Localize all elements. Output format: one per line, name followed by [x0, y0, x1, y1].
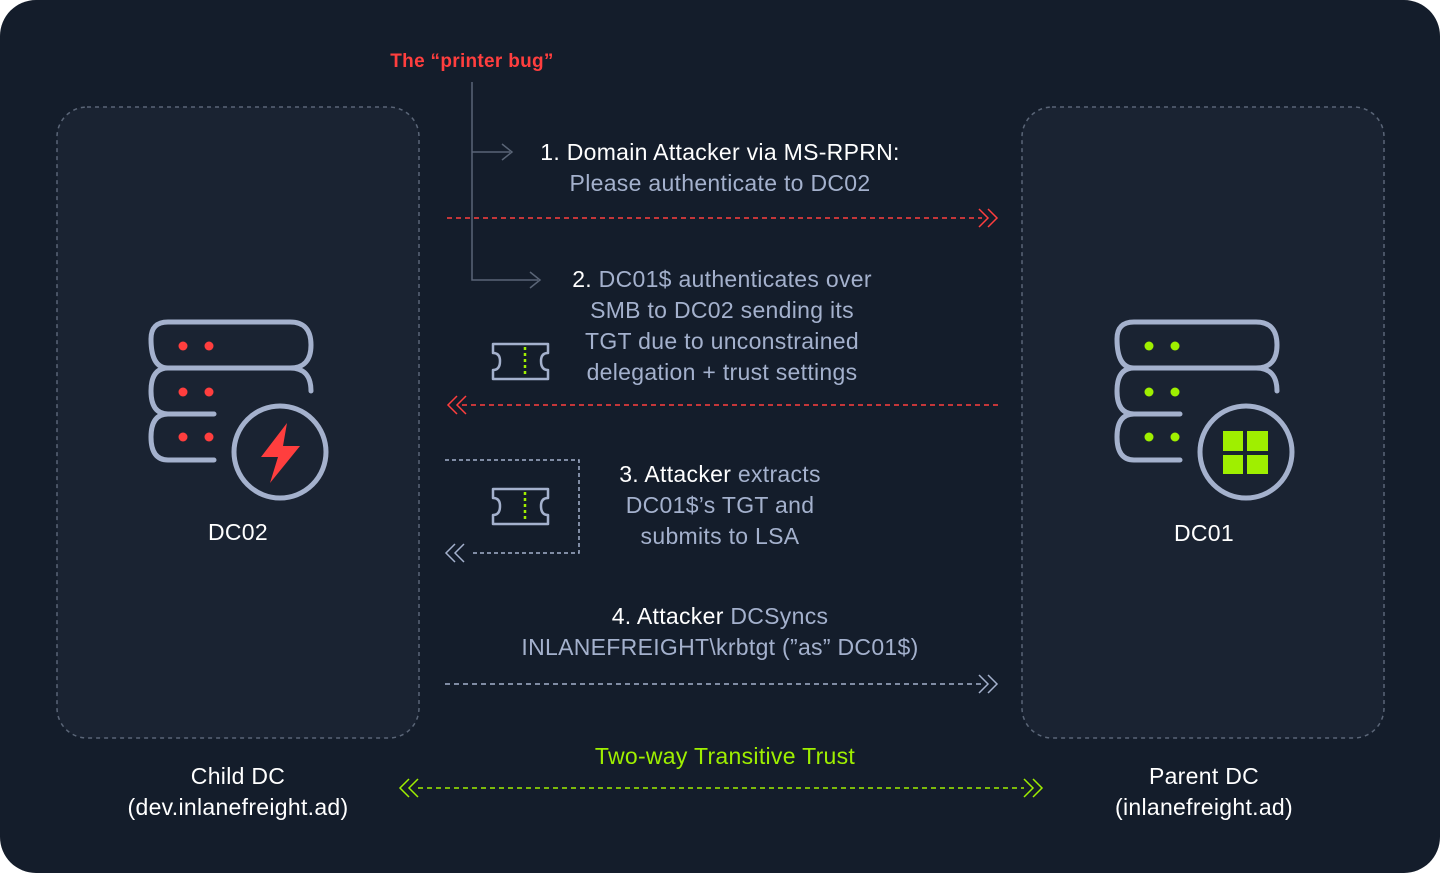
step-2-line-2: SMB to DC02 sending its	[590, 297, 854, 323]
step-1-lead: 1. Domain Attacker via MS-RPRN:	[540, 139, 900, 165]
step-4-line-1: DCSyncs	[723, 603, 829, 629]
dc01-status-dots	[1144, 341, 1180, 442]
trust-label: Two-way Transitive Trust	[594, 743, 856, 769]
step-1-text: 1. Domain Attacker via MS-RPRN: Please a…	[470, 137, 970, 199]
dc02-status-dots	[178, 341, 214, 442]
dc01-name: DC01	[1173, 520, 1234, 546]
windows-logo-icon	[1223, 431, 1268, 474]
step-3-line-2: DC01$’s TGT and	[625, 492, 815, 518]
parent-dc-role: Parent DC	[1148, 763, 1260, 789]
step-2-lead: 2.	[572, 266, 592, 292]
parent-dc-panel	[1021, 106, 1385, 739]
step-3-line-3: submits to LSA	[640, 523, 800, 549]
dc02-name: DC02	[207, 519, 268, 545]
lightning-icon	[261, 423, 300, 483]
printer-bug-label: The “printer bug”	[390, 51, 554, 72]
step-2-line-4: delegation + trust settings	[586, 359, 858, 385]
parent-dc-domain: (inlanefreight.ad)	[1114, 794, 1293, 820]
child-dc-panel	[56, 106, 420, 739]
step-4-lead: 4. Attacker	[611, 603, 724, 629]
step-3-line-1: extracts	[731, 461, 821, 487]
child-dc-domain: (dev.inlanefreight.ad)	[127, 794, 349, 820]
trust-arrow	[398, 778, 1044, 798]
step-4-line-2: INLANEFREIGHT\krbtgt (”as” DC01$)	[521, 634, 919, 660]
step-1-rest: Please authenticate to DC02	[569, 170, 871, 196]
child-dc-caption: Child DC (dev.inlanefreight.ad)	[88, 761, 388, 823]
step-3-text: 3. Attacker extracts DC01$’s TGT and sub…	[570, 459, 870, 552]
parent-dc-caption: Parent DC (inlanefreight.ad)	[1054, 761, 1354, 823]
step-3-lead: 3. Attacker	[619, 461, 732, 487]
step-2-text: 2. DC01$ authenticates over SMB to DC02 …	[522, 264, 922, 388]
printer-bug-connector	[471, 82, 542, 289]
arrow-step-2	[446, 395, 1000, 415]
dc01-server-icon	[1114, 319, 1295, 501]
step-2-line-1: DC01$ authenticates over	[591, 266, 872, 292]
dc02-server-icon	[148, 319, 329, 501]
ticket-icon	[491, 342, 550, 381]
arrow-step-1	[447, 208, 999, 228]
step-2-line-3: TGT due to unconstrained	[585, 328, 859, 354]
step-4-text: 4. Attacker DCSyncs INLANEFREIGHT\krbtgt…	[460, 601, 980, 663]
child-dc-role: Child DC	[190, 763, 286, 789]
ticket-icon	[491, 487, 550, 526]
arrow-step-3	[444, 459, 580, 563]
arrow-step-4	[445, 674, 999, 694]
